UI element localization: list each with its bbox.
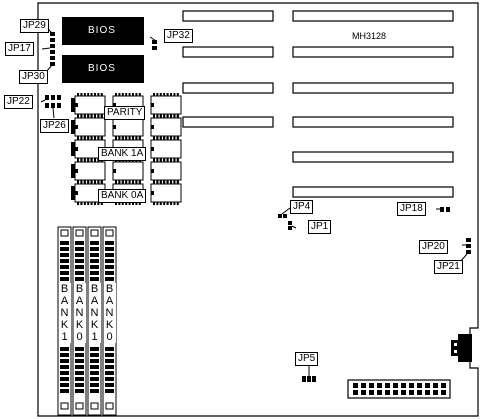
expansion-slot xyxy=(182,82,274,94)
keyboard-connector xyxy=(451,334,472,362)
jumper-jp18-pins xyxy=(440,207,450,212)
dip-ram-chip xyxy=(112,159,144,183)
socket-strip xyxy=(71,142,75,156)
dip-ram-chip xyxy=(74,93,106,117)
expansion-slot xyxy=(292,151,454,163)
jumper-jp29-label: JP29 xyxy=(20,19,49,33)
power-connector xyxy=(347,379,451,399)
board-model-label: MH3128 xyxy=(352,31,387,41)
dip-ram-chip xyxy=(150,181,182,205)
expansion-slot xyxy=(292,116,454,128)
jumper-jp1-label: JP1 xyxy=(308,220,332,234)
dip-ram-chip xyxy=(150,137,182,161)
expansion-slot xyxy=(182,46,274,58)
jumper-jp21-label: JP21 xyxy=(434,260,463,274)
jumper-jp32-label: JP32 xyxy=(164,29,193,43)
expansion-slot xyxy=(292,82,454,94)
bank-1a-label: BANK 1A xyxy=(98,147,147,161)
jumper-jp4-label: JP4 xyxy=(290,200,314,214)
jumper-jp17-label: JP17 xyxy=(5,42,34,56)
dip-ram-chip xyxy=(150,159,182,183)
expansion-slot xyxy=(292,46,454,58)
expansion-slot xyxy=(292,10,454,22)
jumper-jp20-pins xyxy=(466,238,471,254)
jumper-jp20-label: JP20 xyxy=(419,240,448,254)
socket-strip xyxy=(71,98,75,112)
expansion-slot xyxy=(292,186,454,198)
dip-ram-chip xyxy=(74,181,106,205)
jumper-pins xyxy=(45,32,471,382)
jumper-jp30-label: JP30 xyxy=(19,70,48,84)
jumper-jp17-pins xyxy=(50,32,55,66)
bank-0a-label: BANK 0A xyxy=(98,189,147,203)
bios-chip-1 xyxy=(62,17,144,45)
jumper-jp5-pins xyxy=(302,376,316,382)
jumper-jp32-pins xyxy=(152,40,157,50)
expansion-slots xyxy=(182,10,454,198)
dip-ram-chip xyxy=(150,115,182,139)
socket-strip xyxy=(71,186,75,200)
dip-ram-chip xyxy=(74,115,106,139)
dip-ram-chip xyxy=(150,93,182,117)
jumper-jp22-pins xyxy=(45,95,61,108)
bios-chip-2 xyxy=(62,55,144,83)
simm-module xyxy=(57,226,72,416)
board-outline xyxy=(37,2,479,417)
expansion-slot xyxy=(182,10,274,22)
socket-strip xyxy=(71,164,75,178)
jumper-jp22-label: JP22 xyxy=(4,95,33,109)
jumper-jp5-label: JP5 xyxy=(295,352,319,366)
parity-label: PARITY xyxy=(104,106,146,120)
socket-strip xyxy=(71,120,75,134)
bios-chip-2-label: BIOS xyxy=(88,63,116,74)
jumper-jp4-pins xyxy=(278,214,292,230)
jumper-jp18-label: JP18 xyxy=(397,202,426,216)
expansion-slot xyxy=(182,116,274,128)
jumper-jp26-label: JP26 xyxy=(40,119,69,133)
bios-chip-1-label: BIOS xyxy=(88,25,116,36)
dip-ram-chip xyxy=(74,159,106,183)
